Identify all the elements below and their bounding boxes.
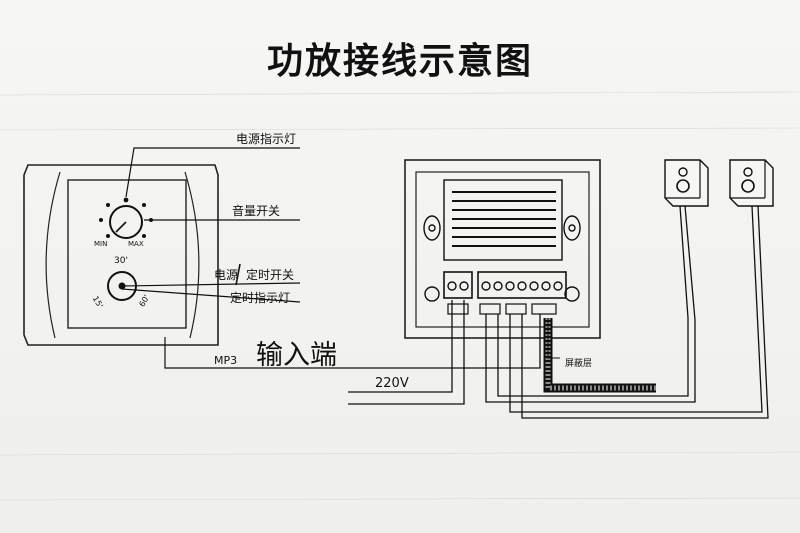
volume-switch-label: 音量开关 bbox=[232, 203, 280, 218]
wiring-lines bbox=[348, 205, 769, 419]
power-label: 电源 bbox=[214, 268, 238, 282]
max-label: MAX bbox=[128, 240, 144, 248]
mounting-holes bbox=[423, 215, 581, 302]
speaker-right bbox=[729, 159, 774, 207]
timer-switch-label: 定时开关 bbox=[246, 267, 294, 282]
shielded-cable bbox=[543, 318, 656, 393]
min-label: MIN bbox=[94, 240, 107, 248]
input-port-label: 输入端 bbox=[256, 340, 337, 371]
timer-left-label: 15' bbox=[91, 295, 105, 310]
power-indicator-label: 电源指示灯 bbox=[236, 131, 296, 146]
timer-indicator-label: 定时指示灯 bbox=[230, 290, 290, 305]
front-leader-lines bbox=[121, 147, 360, 369]
front-panel bbox=[23, 164, 219, 346]
mp3-label: MP3 bbox=[214, 354, 237, 367]
volume-knob bbox=[109, 205, 143, 239]
timer-top-label: 30' bbox=[114, 256, 128, 266]
volume-dial-dots bbox=[99, 197, 153, 238]
terminal-block bbox=[443, 271, 567, 315]
speaker-left bbox=[664, 159, 709, 207]
back-panel bbox=[404, 159, 601, 339]
voltage-label: 220V bbox=[375, 376, 409, 391]
shield-label: 屏蔽层 bbox=[565, 357, 592, 369]
paper-ruling bbox=[0, 91, 800, 501]
timer-right-label: 60' bbox=[137, 293, 151, 308]
heat-sink bbox=[443, 179, 563, 261]
page-title: 功放接线示意图 bbox=[266, 41, 533, 82]
